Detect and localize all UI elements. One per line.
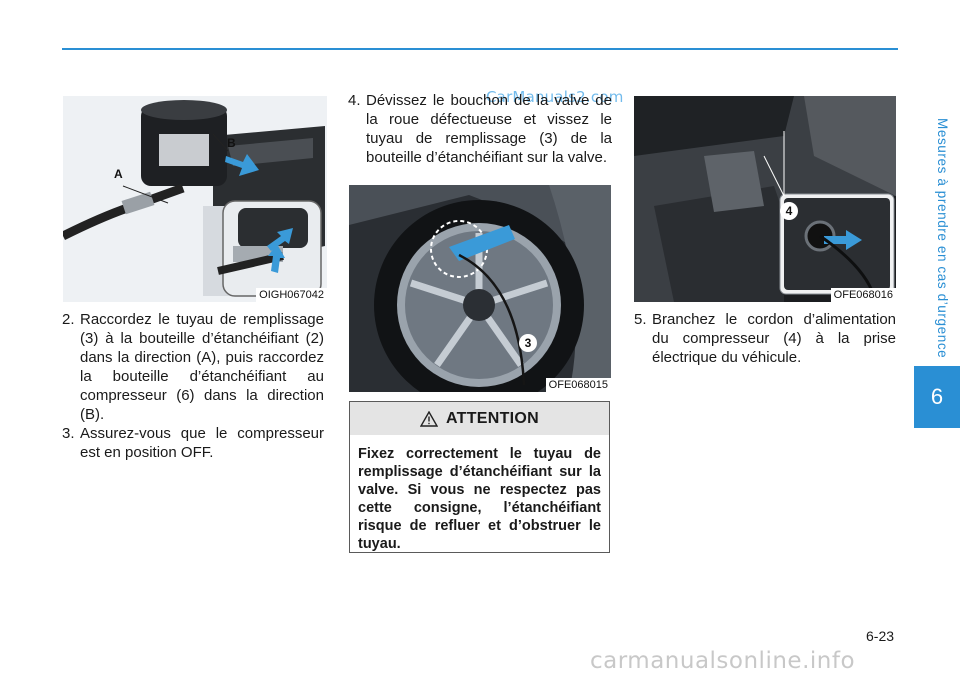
caution-text: Fixez correctement le tuyau de remplissa… <box>358 446 601 552</box>
step-text: Branchez le cordon d’alimentation du com… <box>652 311 896 366</box>
watermark-bottom[interactable]: carmanualsonline.info <box>590 648 856 674</box>
page-number: 6-23 <box>866 628 895 644</box>
header-rule <box>62 48 898 50</box>
step-number: 3. <box>62 425 75 442</box>
watermark-top: CarManuals2.com <box>486 88 624 106</box>
illustration-wheel <box>349 185 611 392</box>
step-text: Dévissez le bouchon de la valve de la ro… <box>366 92 612 166</box>
section-title: Mesures à prendre en cas d’urgence <box>935 118 950 359</box>
figure-label-b: B <box>227 136 236 150</box>
warning-triangle-icon <box>419 410 438 427</box>
caution-box: ATTENTION Fixez correctement le tuyau de… <box>349 401 610 553</box>
steps-list-col1: 2. Raccordez le tuyau de remplissage (3)… <box>62 310 324 462</box>
step-item: 3. Assurez-vous que le compresseur est e… <box>62 424 324 462</box>
chapter-tab[interactable]: 6 <box>914 366 960 428</box>
figure-code: OIGH067042 <box>256 288 327 302</box>
caution-header: ATTENTION <box>350 402 609 435</box>
figure-wheel-valve: 3 OFE068015 <box>349 185 611 392</box>
steps-list-col2: 4. Dévissez le bouchon de la valve de la… <box>348 91 612 167</box>
illustration-interior <box>634 96 896 302</box>
figure-code: OFE068015 <box>545 378 611 392</box>
step-text: Assurez-vous que le compresseur est en p… <box>80 425 324 461</box>
figure-sealant-compressor: A B OIGH067042 <box>63 96 327 302</box>
step-item: 5. Branchez le cordon d’alimentation du … <box>634 310 896 367</box>
figure-power-outlet: 4 OFE068016 <box>634 96 896 302</box>
steps-list-col3: 5. Branchez le cordon d’alimentation du … <box>634 310 896 367</box>
step-number: 4. <box>348 92 361 109</box>
caution-title: ATTENTION <box>445 409 540 427</box>
step-number: 2. <box>62 311 75 328</box>
illustration-sealant-bottle <box>63 96 327 302</box>
step-item: 4. Dévissez le bouchon de la valve de la… <box>348 91 612 167</box>
step-number: 5. <box>634 311 647 328</box>
step-item: 2. Raccordez le tuyau de remplissage (3)… <box>62 310 324 424</box>
figure-label-3: 3 <box>519 334 537 352</box>
figure-code: OFE068016 <box>830 288 896 302</box>
figure-label-a: A <box>114 167 123 181</box>
step-text: Raccordez le tuyau de remplissage (3) à … <box>80 311 324 423</box>
figure-label-4: 4 <box>780 202 798 220</box>
